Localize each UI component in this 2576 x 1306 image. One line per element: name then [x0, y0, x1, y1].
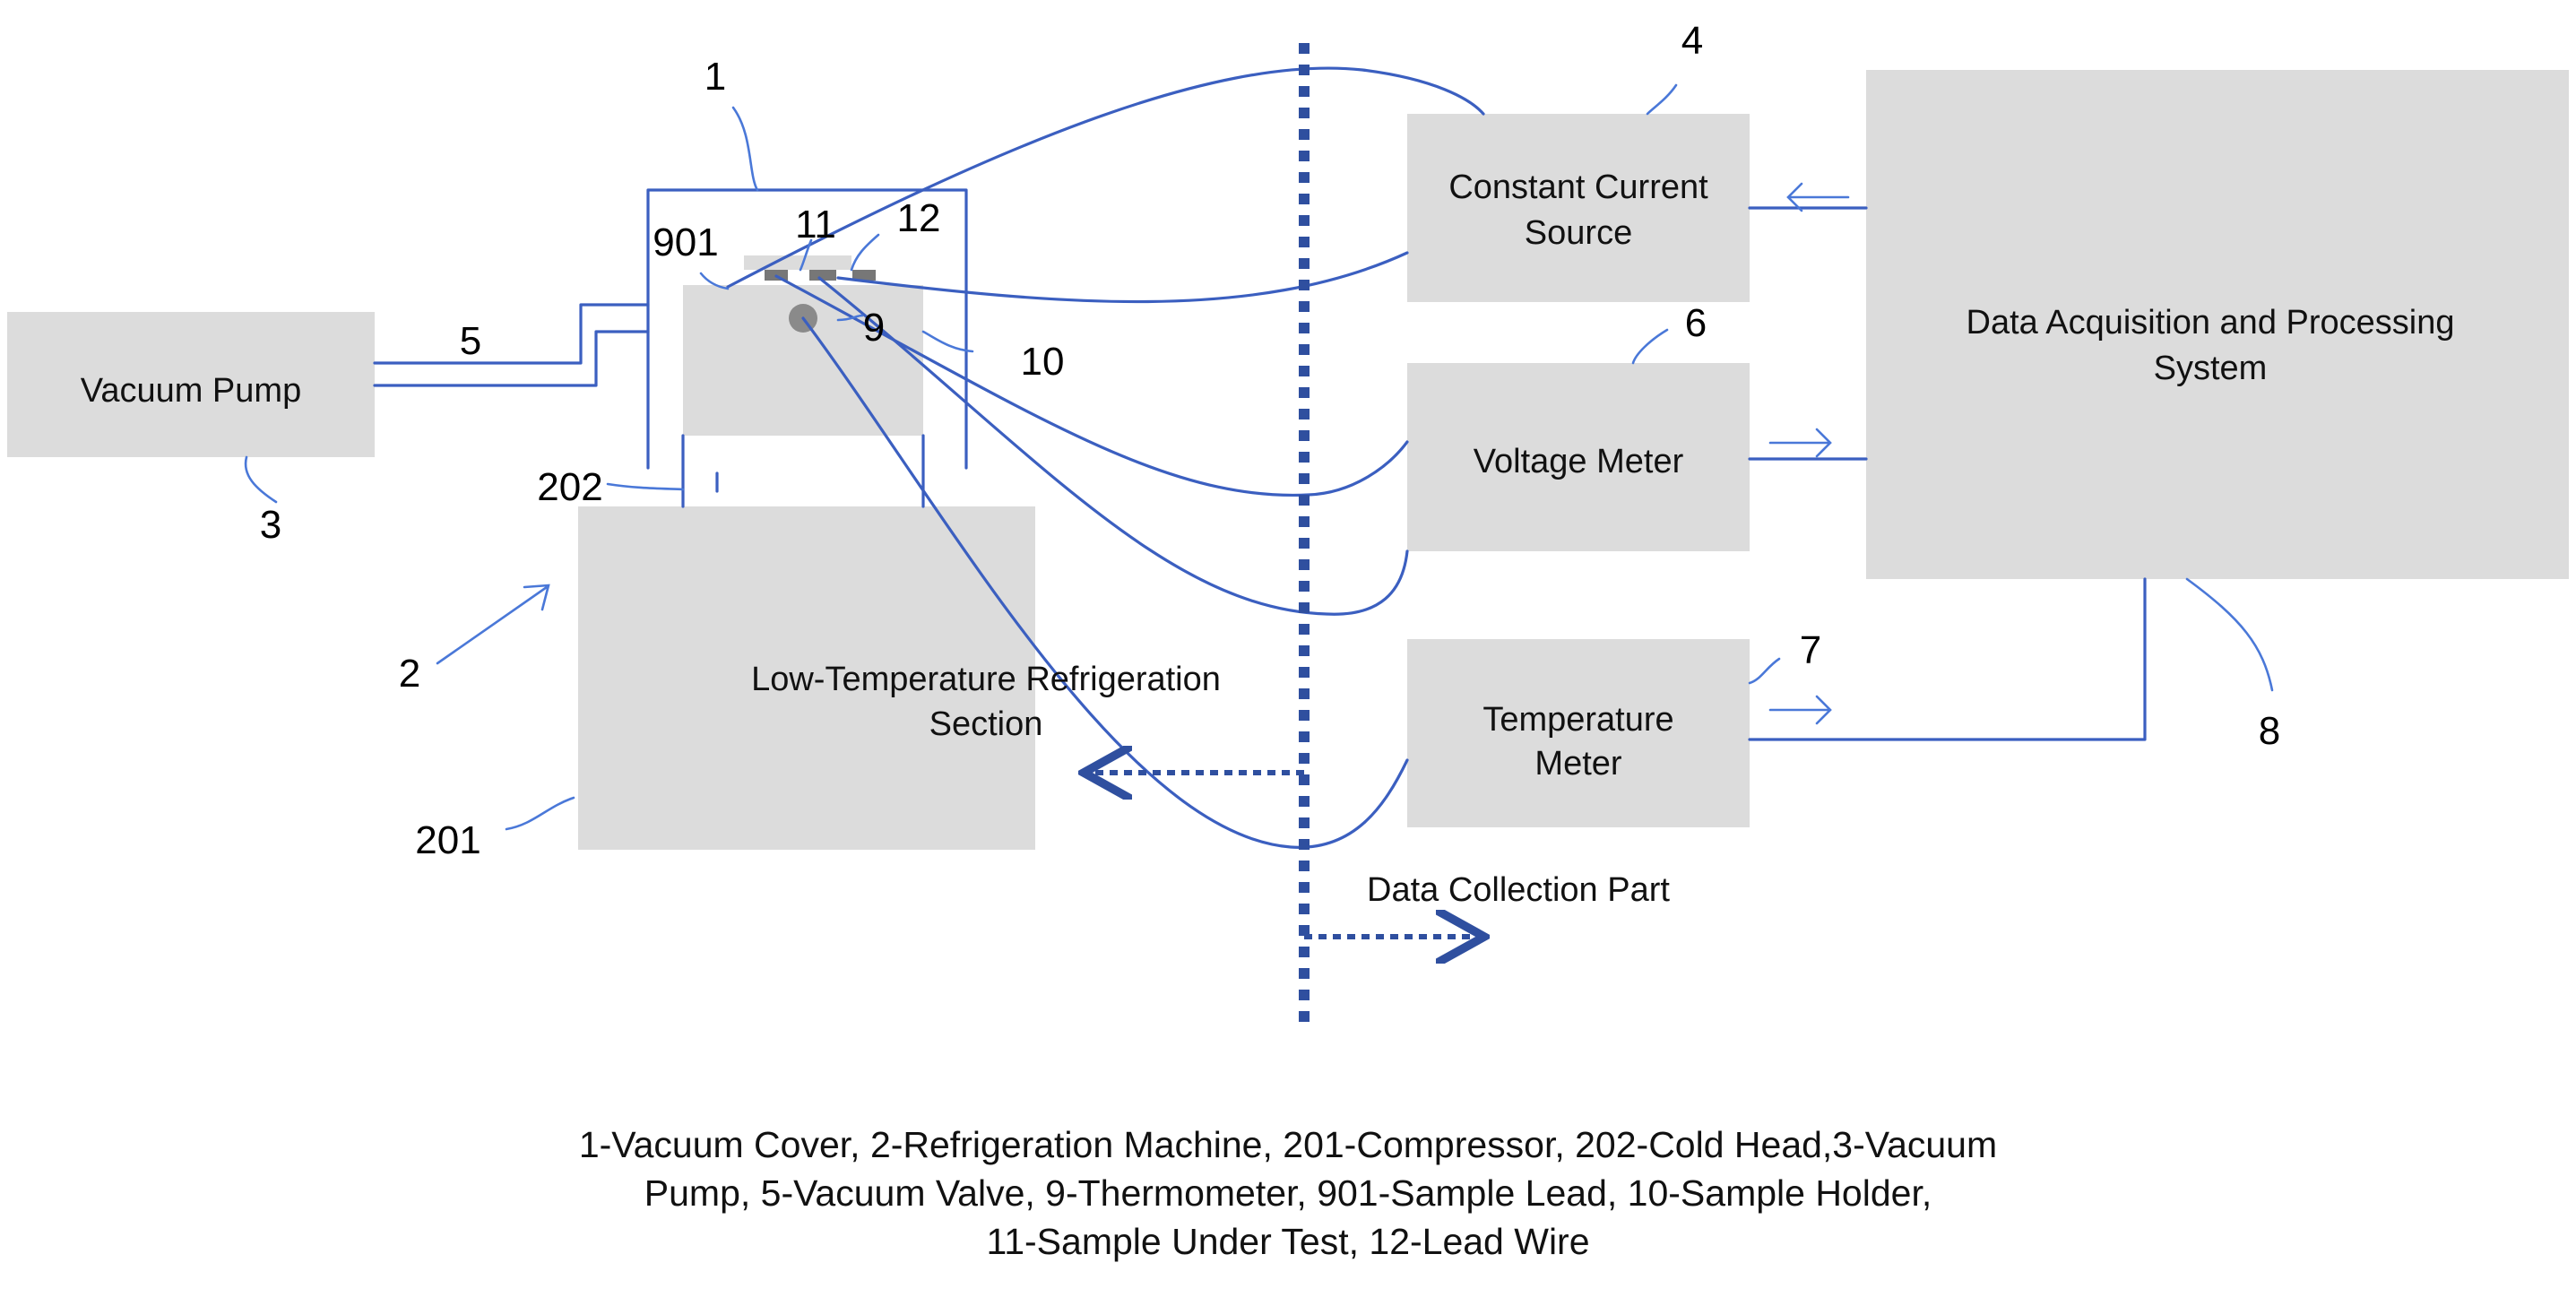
voltage-meter-block: [1407, 363, 1750, 551]
caption-line-1: 1-Vacuum Cover, 2-Refrigeration Machine,…: [578, 1124, 1998, 1165]
leader-202: [606, 482, 685, 491]
leader-6: [1631, 328, 1669, 365]
leader-201: [505, 796, 575, 831]
caption-line-2: Pump, 5-Vacuum Valve, 9-Thermometer, 901…: [644, 1172, 1932, 1214]
leader-8: [2185, 577, 2274, 692]
voltage-lead-wire-2: [817, 276, 1409, 616]
vacuum-pipe-inner: [373, 330, 650, 387]
leader-7: [1748, 657, 1781, 685]
callout-6: 6: [1685, 301, 1707, 345]
current-lead-wire-bottom: [836, 251, 1409, 304]
leader-9: [836, 314, 864, 322]
figure-caption: 1-Vacuum Cover, 2-Refrigeration Machine,…: [0, 1120, 2576, 1266]
callout-9: 9: [863, 306, 885, 350]
thermometer-lead-wire: [801, 316, 1409, 849]
caption-line-3: 11-Sample Under Test, 12-Lead Wire: [986, 1221, 1590, 1262]
callout-12: 12: [897, 196, 941, 240]
callout-901: 901: [653, 221, 718, 264]
vacuum-cover: [646, 188, 968, 470]
leader-2: [436, 584, 550, 665]
data-collection-label: Data Collection Part: [1367, 871, 1670, 909]
vacuum-pipe-outer: [373, 303, 650, 365]
temperature-meter-label-line2: Meter: [1534, 745, 1621, 783]
callout-11: 11: [795, 203, 836, 246]
voltage-meter-label: Voltage Meter: [1474, 443, 1684, 480]
refrigeration-block: [578, 506, 1035, 850]
constant-current-source-block: [1407, 114, 1750, 302]
callout-201: 201: [415, 818, 480, 862]
refrigeration-label-line2: Section: [929, 705, 1043, 743]
temperature-meter-link: [1748, 577, 2147, 741]
callout-7: 7: [1800, 628, 1821, 672]
leader-4: [1646, 83, 1678, 116]
callout-1: 1: [705, 55, 726, 99]
voltage-lead-wire-1: [774, 274, 1409, 497]
vacuum-pump-block: [7, 312, 375, 457]
arrow-from-voltage-meter: [1768, 428, 1832, 458]
lead-contact-2: [809, 270, 836, 281]
leader-10: [921, 330, 974, 353]
arrow-from-temperature-meter: [1768, 695, 1832, 725]
data-acquisition-label-line1: Data Acquisition and Processing: [1967, 304, 2455, 342]
callout-3: 3: [260, 503, 281, 547]
arrow-to-current-source: [1786, 182, 1850, 212]
data-acquisition-block: [1866, 70, 2569, 579]
callout-202: 202: [537, 465, 602, 509]
refrigeration-label-line1: Low-Temperature Refrigeration: [751, 661, 1221, 698]
sample-under-test: [744, 255, 851, 270]
temperature-meter-label-line1: Temperature: [1482, 701, 1673, 739]
leader-901: [699, 272, 730, 290]
lead-contact-3: [852, 270, 876, 281]
constant-current-label-line1: Constant Current: [1448, 169, 1708, 206]
temperature-meter-block: [1407, 639, 1750, 827]
leader-1: [731, 106, 759, 192]
callout-5: 5: [460, 319, 481, 363]
vacuum-pump-label: Vacuum Pump: [81, 372, 301, 410]
callout-10: 10: [1021, 340, 1065, 384]
current-lead-wire-top: [726, 66, 1485, 289]
leader-11: [799, 238, 813, 272]
callout-4: 4: [1681, 19, 1703, 63]
callout-2: 2: [399, 652, 420, 696]
leader-3: [244, 455, 278, 504]
leader-12: [850, 233, 880, 272]
data-acquisition-label-line2: System: [2154, 350, 2268, 387]
callout-8: 8: [2259, 709, 2280, 753]
constant-current-label-line2: Source: [1525, 214, 1632, 252]
